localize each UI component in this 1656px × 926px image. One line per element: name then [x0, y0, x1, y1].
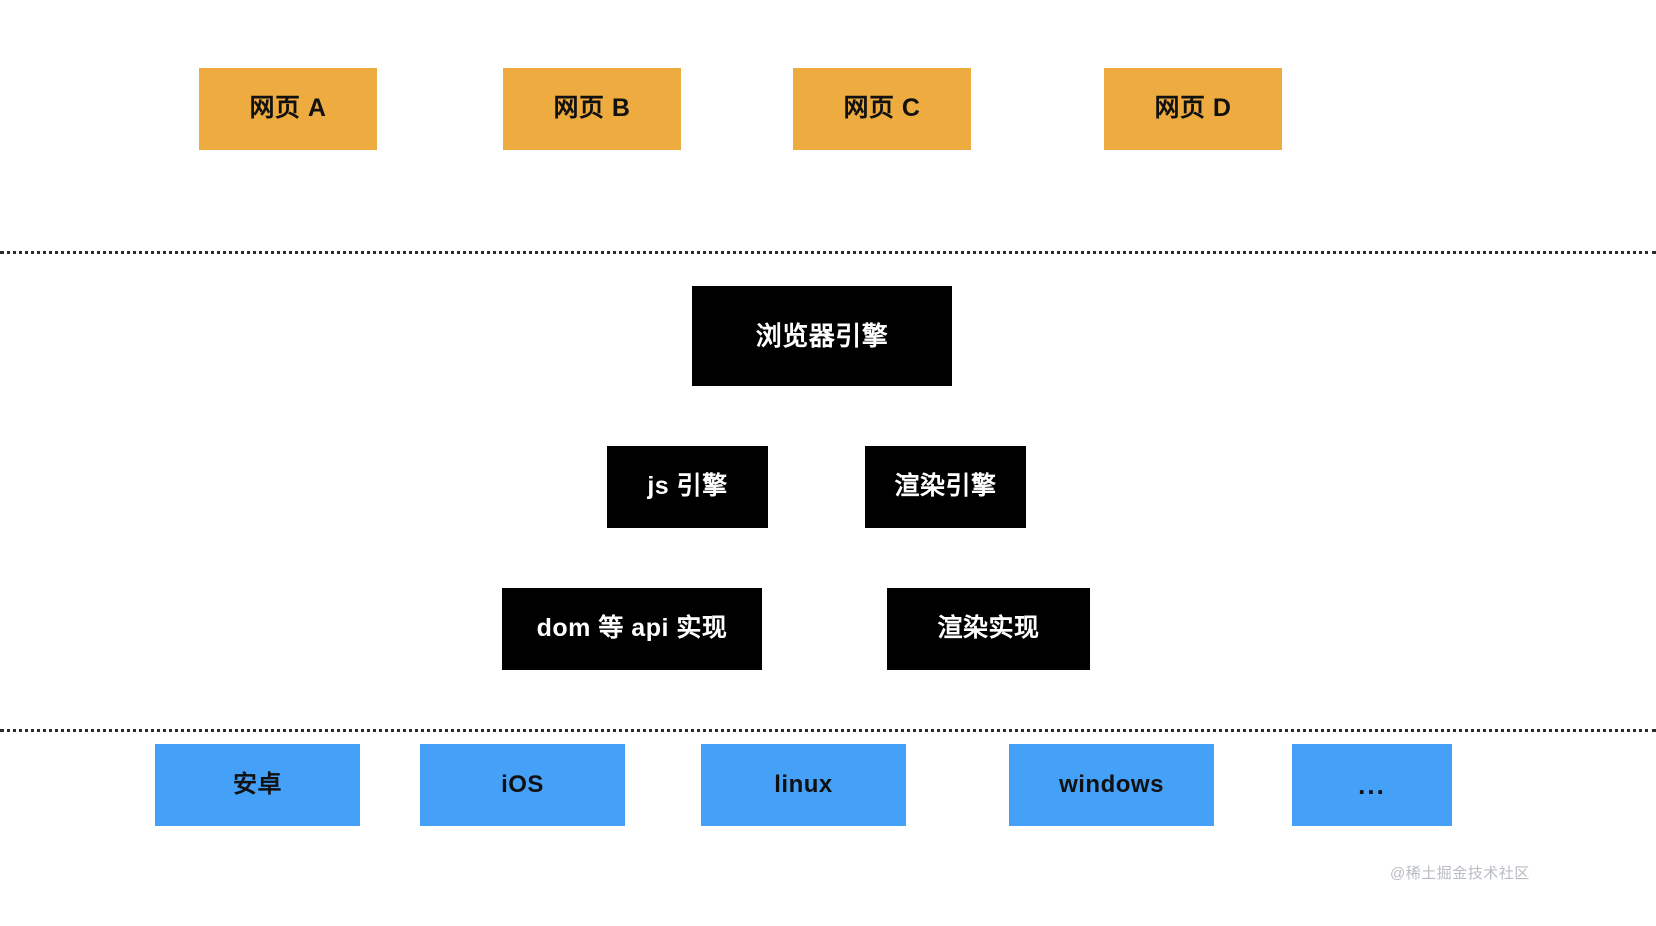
os-box-windows: windows [1009, 744, 1214, 826]
web-page-box-b-label: 网页 B [553, 94, 631, 123]
js-engine-box-label: js 引擎 [647, 472, 728, 501]
dom-api-impl-box: dom 等 api 实现 [502, 588, 762, 670]
render-engine-box: 渲染引擎 [865, 446, 1026, 528]
os-box-ios: iOS [420, 744, 625, 826]
divider-top [0, 251, 1656, 254]
browser-engine-box: 浏览器引擎 [692, 286, 952, 386]
web-page-box-c: 网页 C [793, 68, 971, 150]
web-page-box-c-label: 网页 C [843, 94, 921, 123]
dom-api-impl-box-label: dom 等 api 实现 [536, 614, 728, 643]
os-box-windows-label: windows [1059, 770, 1164, 798]
render-engine-box-label: 渲染引擎 [894, 472, 997, 501]
js-engine-box: js 引擎 [607, 446, 768, 528]
web-page-box-d: 网页 D [1104, 68, 1282, 150]
render-impl-box: 渲染实现 [887, 588, 1090, 670]
os-box-linux: linux [701, 744, 906, 826]
web-page-box-b: 网页 B [503, 68, 681, 150]
divider-bottom [0, 729, 1656, 732]
os-box-android: 安卓 [155, 744, 360, 826]
watermark-label: @稀土掘金技术社区 [1390, 865, 1530, 882]
browser-engine-box-label: 浏览器引擎 [755, 320, 889, 351]
web-page-box-a: 网页 A [199, 68, 377, 150]
os-box-linux-label: linux [774, 770, 833, 798]
web-page-box-d-label: 网页 D [1154, 94, 1232, 123]
os-box-ios-label: iOS [501, 770, 544, 798]
render-impl-box-label: 渲染实现 [937, 614, 1040, 643]
os-box-more: ... [1292, 744, 1452, 826]
os-box-android-label: 安卓 [233, 770, 282, 798]
os-box-more-label: ... [1358, 769, 1386, 800]
web-page-box-a-label: 网页 A [249, 94, 327, 123]
